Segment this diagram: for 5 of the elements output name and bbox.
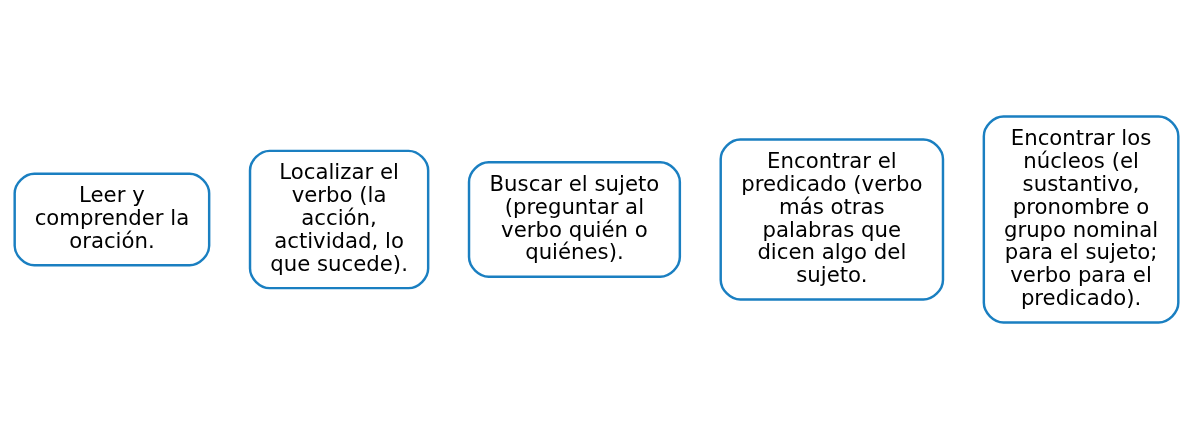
node-box: Encontrar los núcleos (el sustantivo, pronombre o grupo nominal para el sujeto; verbo para el predicado). bbox=[982, 115, 1180, 324]
node-box: Buscar el sujeto (preguntar al verbo quién o quiénes). bbox=[467, 161, 682, 278]
node-box: Localizar el verbo (la acción, actividad, lo que sucede). bbox=[248, 149, 430, 290]
node-box: Encontrar el predicado (verbo más otras palabras que dicen algo del sujeto. bbox=[719, 138, 945, 301]
node-box: Leer y comprender la oración. bbox=[13, 172, 211, 267]
